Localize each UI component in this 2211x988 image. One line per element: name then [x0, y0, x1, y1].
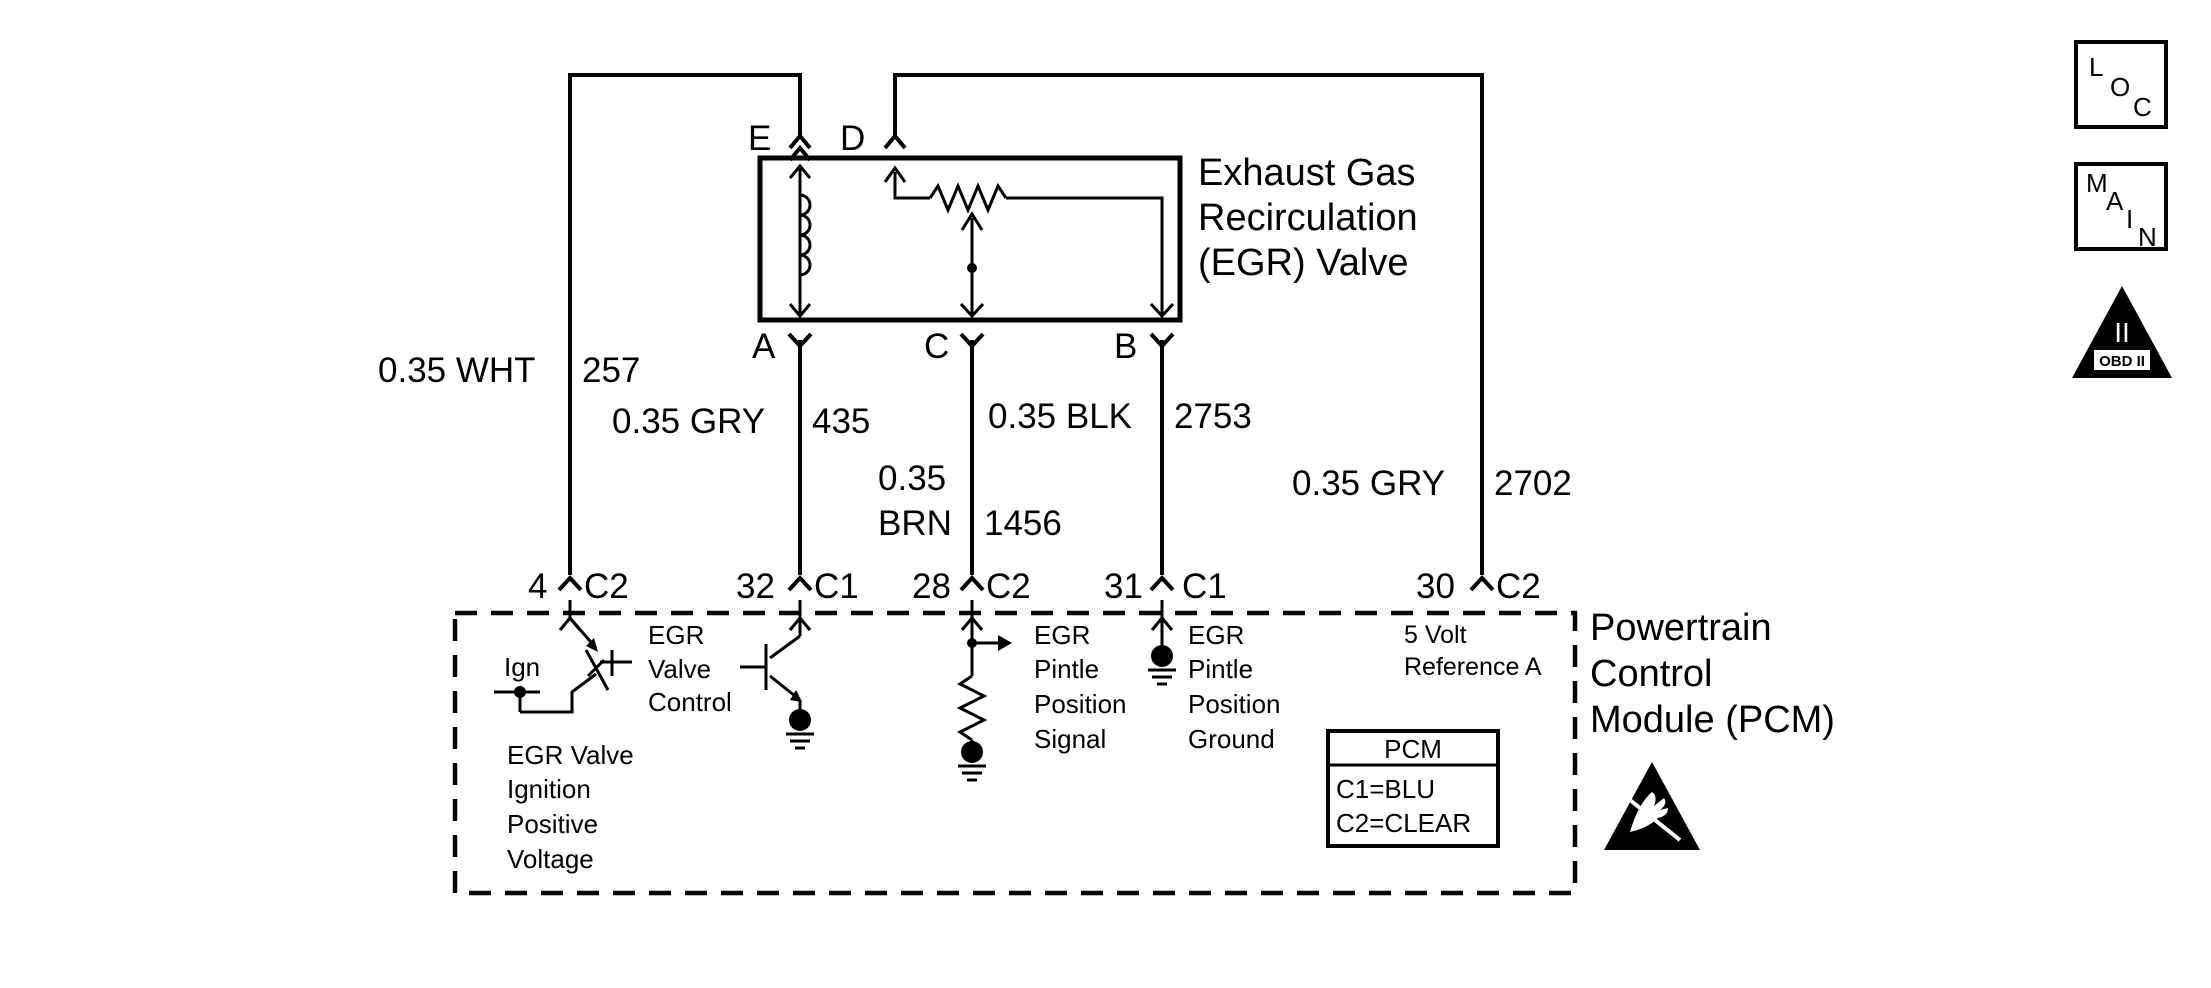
pcm-pin-30: 30 [1416, 567, 1455, 606]
pintle-signal-label-2: Pintle [1034, 654, 1099, 684]
wire-1456-gauge: 0.35 [878, 459, 946, 498]
connector-pcm-31 [1149, 575, 1175, 592]
pintle-signal-label-3: Position [1034, 689, 1127, 719]
egr-control-label-2: Valve [648, 654, 711, 684]
egr-valve-title-line3: (EGR) Valve [1198, 242, 1408, 284]
main-icon-a: A [2106, 186, 2124, 216]
egr-control-label-3: Control [648, 687, 732, 717]
egr-ign-label-2: Ignition [507, 774, 591, 804]
loc-icon[interactable]: L O C [2074, 40, 2168, 129]
connector-c [959, 332, 985, 349]
wire-2702-circuit: 2702 [1494, 464, 1572, 503]
legend-title: PCM [1384, 734, 1442, 764]
pcm-title-line2: Control [1590, 653, 1713, 695]
pcm-pin-32: 32 [736, 567, 775, 606]
esd-sensitive-icon [1604, 762, 1700, 850]
egr-pintle-potentiometer-icon [883, 165, 1175, 319]
wire-435-color: 0.35 GRY [612, 402, 765, 441]
egr-control-label-1: EGR [648, 620, 704, 650]
pcm-pin-28: 28 [912, 567, 951, 606]
wire-257-circuit: 257 [582, 351, 640, 390]
ign-label: Ign [504, 652, 540, 682]
pin-b-label: B [1114, 327, 1137, 366]
loc-icon-c: C [2133, 92, 2152, 122]
connector-pcm-30 [1469, 575, 1495, 592]
pintle-ground-label-4: Ground [1188, 724, 1275, 754]
pintle-ground-label-1: EGR [1188, 620, 1244, 650]
pcm-pin-28-connector: C2 [986, 567, 1031, 606]
wire-2702 [893, 73, 1484, 575]
pcm-title-line1: Powertrain [1590, 607, 1772, 649]
pintle-ground-label-3: Position [1188, 689, 1281, 719]
egr-ignition-transistor-icon [494, 600, 632, 714]
main-icon-i: I [2126, 204, 2133, 234]
pin-e-label: E [748, 119, 771, 158]
wire-1456-color: BRN [878, 504, 952, 543]
connector-a [787, 332, 813, 349]
connector-d [883, 132, 907, 150]
pcm-pin-30-connector: C2 [1496, 567, 1541, 606]
loc-icon-l: L [2089, 52, 2103, 82]
pintle-ground-label-2: Pintle [1188, 654, 1253, 684]
pintle-signal-label-4: Signal [1034, 724, 1106, 754]
pintle-ground-icon [1148, 600, 1176, 686]
pintle-signal-pullup-icon [956, 600, 1012, 782]
egr-valve-box [757, 155, 1183, 323]
pin-d-label: D [840, 119, 865, 158]
main-icon-m: M [2086, 168, 2108, 198]
pcm-pin-4-connector: C2 [584, 567, 629, 606]
pintle-signal-label-1: EGR [1034, 620, 1090, 650]
connector-pcm-4 [557, 575, 583, 592]
egr-ign-label-1: EGR Valve [507, 740, 634, 770]
connector-pcm-32 [787, 575, 813, 592]
loc-icon-o: O [2110, 72, 2130, 102]
wire-435-circuit: 435 [812, 402, 870, 441]
pcm-title-line3: Module (PCM) [1590, 699, 1835, 741]
obd-label: OBD II [2099, 353, 2145, 370]
pcm-pin-31-connector: C1 [1182, 567, 1227, 606]
pin-c-label: C [924, 327, 949, 366]
ref-label-1: 5 Volt [1404, 621, 1467, 649]
main-icon[interactable]: M A I N [2074, 162, 2168, 252]
pcm-pin-4: 4 [528, 567, 547, 606]
pcm-pin-31: 31 [1104, 567, 1143, 606]
wire-2753-color: 0.35 BLK [988, 397, 1132, 436]
legend-c2: C2=CLEAR [1336, 808, 1471, 838]
egr-valve-title-line2: Recirculation [1198, 197, 1418, 239]
connector-b [1149, 332, 1175, 349]
connector-pcm-28 [959, 575, 985, 592]
egr-ign-label-4: Voltage [507, 844, 594, 874]
wire-1456-circuit: 1456 [984, 504, 1062, 543]
pcm-pin-32-connector: C1 [814, 567, 859, 606]
wire-257-color: 0.35 WHT [378, 351, 536, 390]
wire-2753-circuit: 2753 [1174, 397, 1252, 436]
egr-valve-title-line1: Exhaust Gas [1198, 152, 1416, 194]
pcm-connector-legend [1326, 729, 1500, 848]
egr-ign-label-3: Positive [507, 809, 598, 839]
legend-c1: C1=BLU [1336, 774, 1435, 804]
pin-a-label: A [752, 327, 776, 366]
main-icon-n: N [2138, 222, 2157, 252]
egr-solenoid-coil-icon [788, 163, 812, 319]
egr-control-transistor-icon [740, 600, 814, 750]
ref-label-2: Reference A [1404, 653, 1542, 681]
pcm-box [452, 610, 1578, 896]
obd-ii-icon[interactable]: II OBD II [2072, 286, 2172, 378]
wire-2702-color: 0.35 GRY [1292, 464, 1445, 503]
obd-numeral: II [2114, 317, 2130, 348]
wire-257 [568, 73, 802, 575]
